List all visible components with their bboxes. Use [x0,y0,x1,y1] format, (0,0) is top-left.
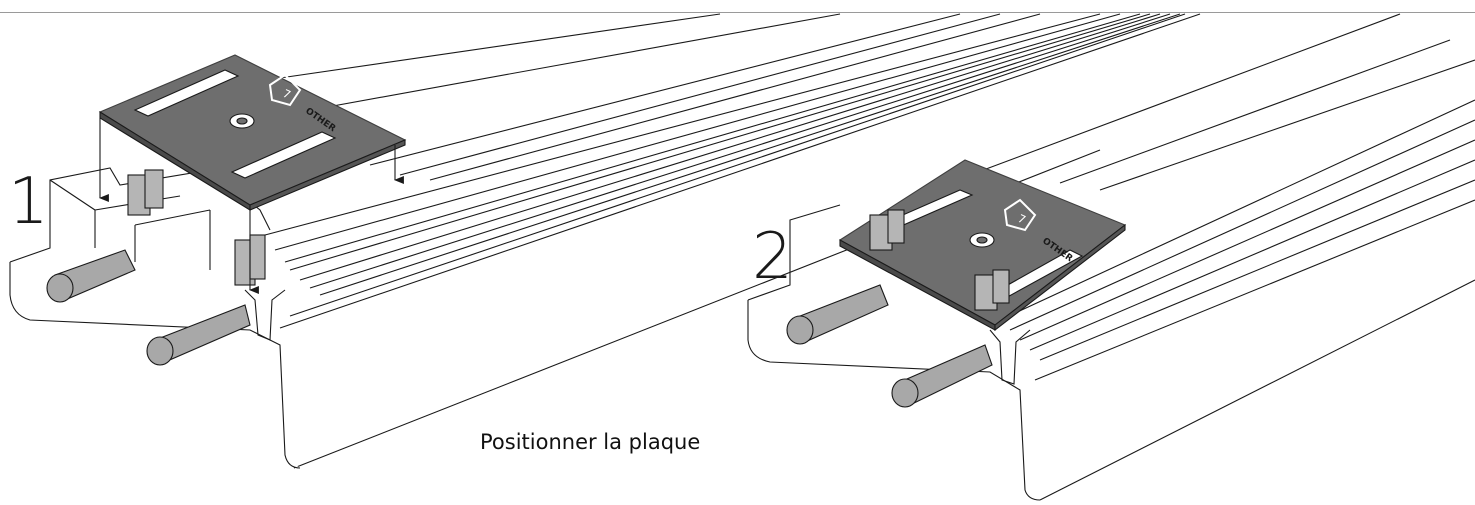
step1-assembly: 7 OTHER [9,13,1201,469]
step1-rail-lines [264,13,1201,469]
step2-clip-right [974,269,1010,311]
step1-recycle-icon [268,73,302,107]
step1-plate: 7 OTHER [98,54,407,211]
step-2-number: 2 [752,220,793,294]
step2-pin-right [891,344,993,408]
step1-pin-left [46,249,136,303]
step1-clip-left [127,169,164,216]
step1-base-block [9,262,301,469]
step2-groove [989,329,1031,385]
step2-clip-left [869,209,905,251]
step2-assembly: 7 OTHER [747,13,1475,501]
step-1-number: 1 [8,165,49,239]
step1-groove [244,289,286,341]
step2-rail-lines [969,13,1475,501]
step1-placement-arrows [99,118,404,294]
caption: Positionner la plaque [480,430,701,454]
step2-pin-left [786,284,889,345]
step2-recycle-icon [1003,198,1037,232]
step1-recycle-code: 7 [281,87,293,102]
top-divider [0,12,1475,13]
step1-pin-right [146,304,251,366]
step2-recycle-code: 7 [1016,212,1028,227]
